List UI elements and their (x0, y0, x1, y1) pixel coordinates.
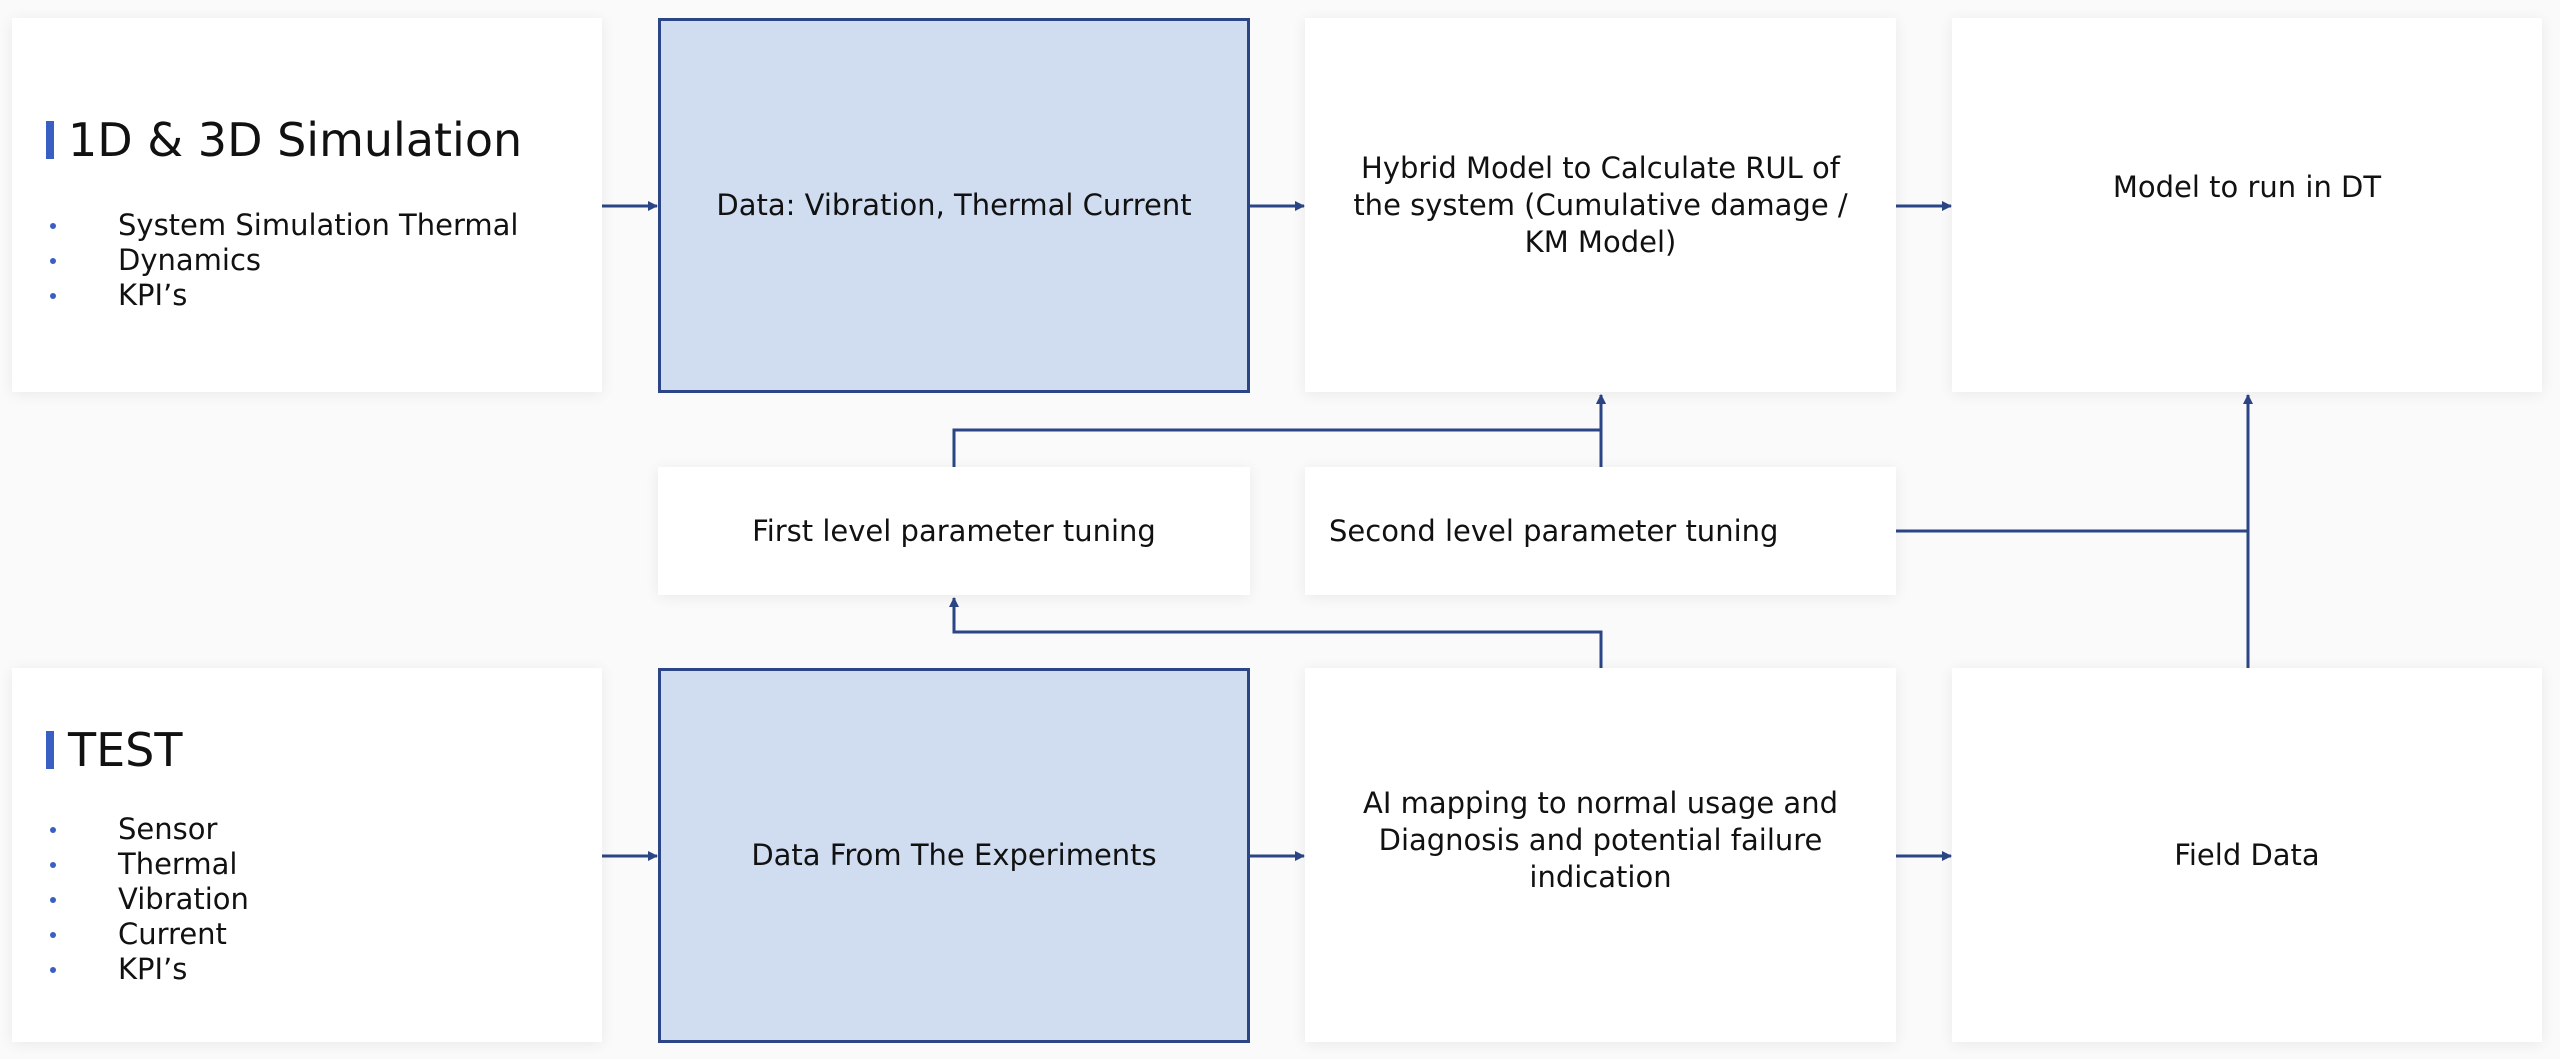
bullet-icon (50, 826, 56, 833)
list-item: Thermal (46, 847, 249, 882)
list-item: KPI’s (46, 278, 518, 313)
hybrid-model-node: Hybrid Model to Calculate RUL of the sys… (1305, 18, 1896, 392)
list-item: Dynamics (46, 243, 518, 278)
list-item: Sensor (46, 812, 249, 847)
bullet-icon (50, 861, 56, 868)
test-panel-title: TEST (46, 724, 182, 776)
bullet-icon (50, 966, 56, 973)
bullet-icon (50, 222, 56, 229)
list-item: Current (46, 917, 249, 952)
bullet-icon (50, 292, 56, 299)
simulation-panel: 1D & 3D Simulation System Simulation The… (12, 18, 602, 392)
list-item: System Simulation Thermal (46, 208, 518, 243)
title-accent-bar (46, 731, 54, 769)
data-vibration-node: Data: Vibration, Thermal Current (658, 18, 1250, 393)
test-panel: TEST Sensor Thermal Vibration Current KP… (12, 668, 602, 1042)
test-bullet-list: Sensor Thermal Vibration Current KPI’s (46, 812, 249, 987)
simulation-bullet-list: System Simulation Thermal Dynamics KPI’s (46, 208, 518, 313)
ai-mapping-node: AI mapping to normal usage and Diagnosis… (1305, 668, 1896, 1042)
bullet-icon (50, 896, 56, 903)
simulation-panel-title: 1D & 3D Simulation (46, 114, 522, 166)
arrow-first-tuning-to-hybrid (952, 394, 1606, 467)
model-dt-node: Model to run in DT (1952, 18, 2542, 392)
data-experiments-node: Data From The Experiments (658, 668, 1250, 1043)
second-tuning-node: Second level parameter tuning (1305, 467, 1896, 595)
first-tuning-node: First level parameter tuning (658, 467, 1250, 595)
arrow-ai-to-first-tuning (949, 597, 1603, 668)
field-data-node: Field Data (1952, 668, 2542, 1042)
bullet-icon (50, 931, 56, 938)
simulation-title-text: 1D & 3D Simulation (68, 113, 523, 167)
bullet-icon (50, 257, 56, 264)
test-title-text: TEST (68, 723, 183, 777)
list-item: Vibration (46, 882, 249, 917)
title-accent-bar (46, 121, 54, 159)
list-item: KPI’s (46, 952, 249, 987)
